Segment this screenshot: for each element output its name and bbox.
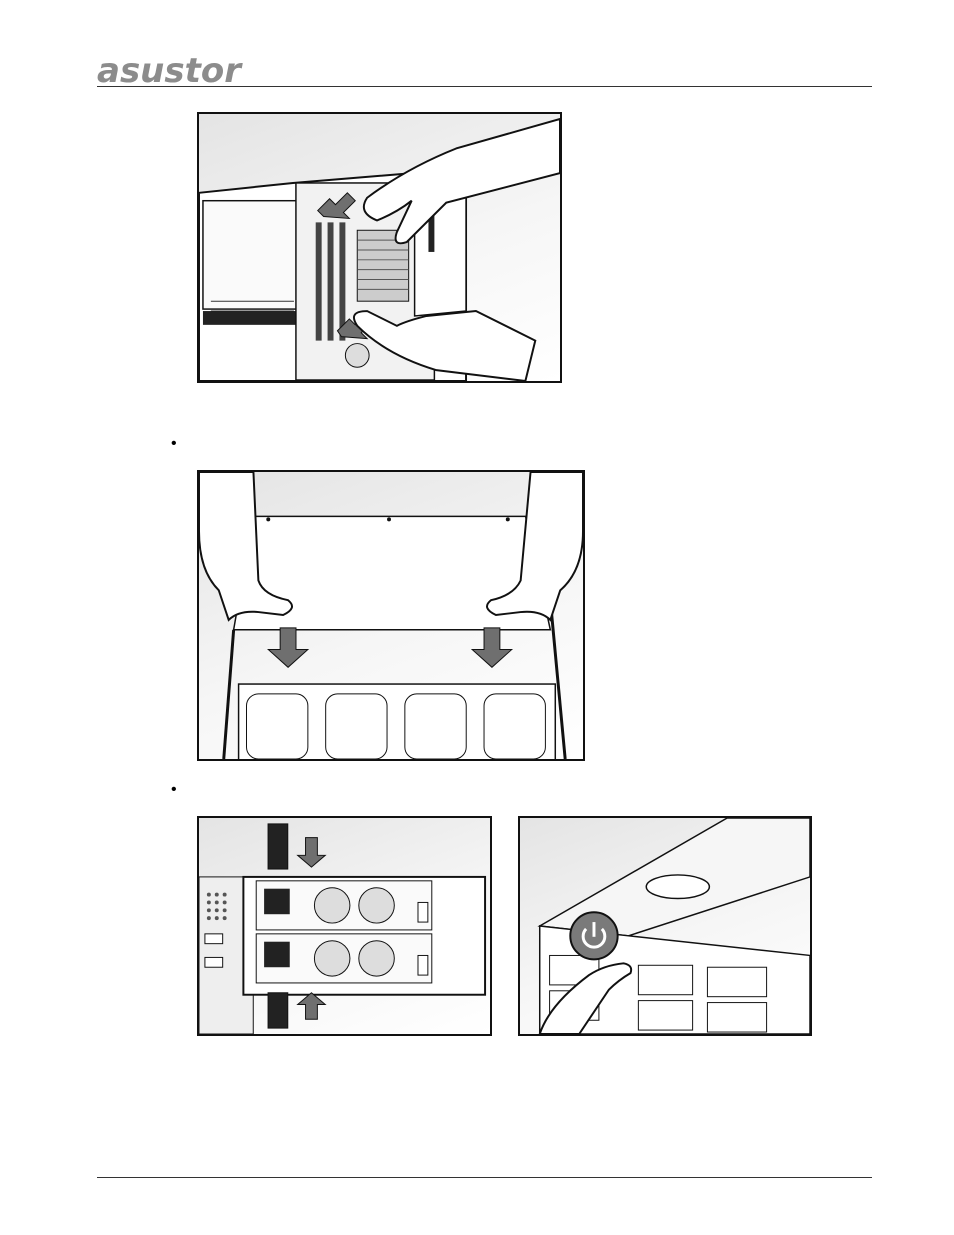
bullet-replace-cover: • (171, 436, 177, 452)
figure-replace-cover (197, 470, 585, 761)
bullet-connect-power: • (171, 782, 177, 798)
logo-text: asustor (97, 52, 243, 88)
asustor-logo: asustor (97, 52, 257, 88)
figure-connect-power-cords (197, 816, 492, 1036)
memory-install-illustration (199, 114, 560, 381)
power-button-illustration (520, 818, 810, 1034)
header-divider (97, 86, 872, 87)
power-cords-illustration (199, 818, 490, 1034)
footer-divider (97, 1177, 872, 1178)
figure-press-power-button (518, 816, 812, 1036)
figure-memory-install (197, 112, 562, 383)
replace-cover-illustration (199, 472, 583, 759)
